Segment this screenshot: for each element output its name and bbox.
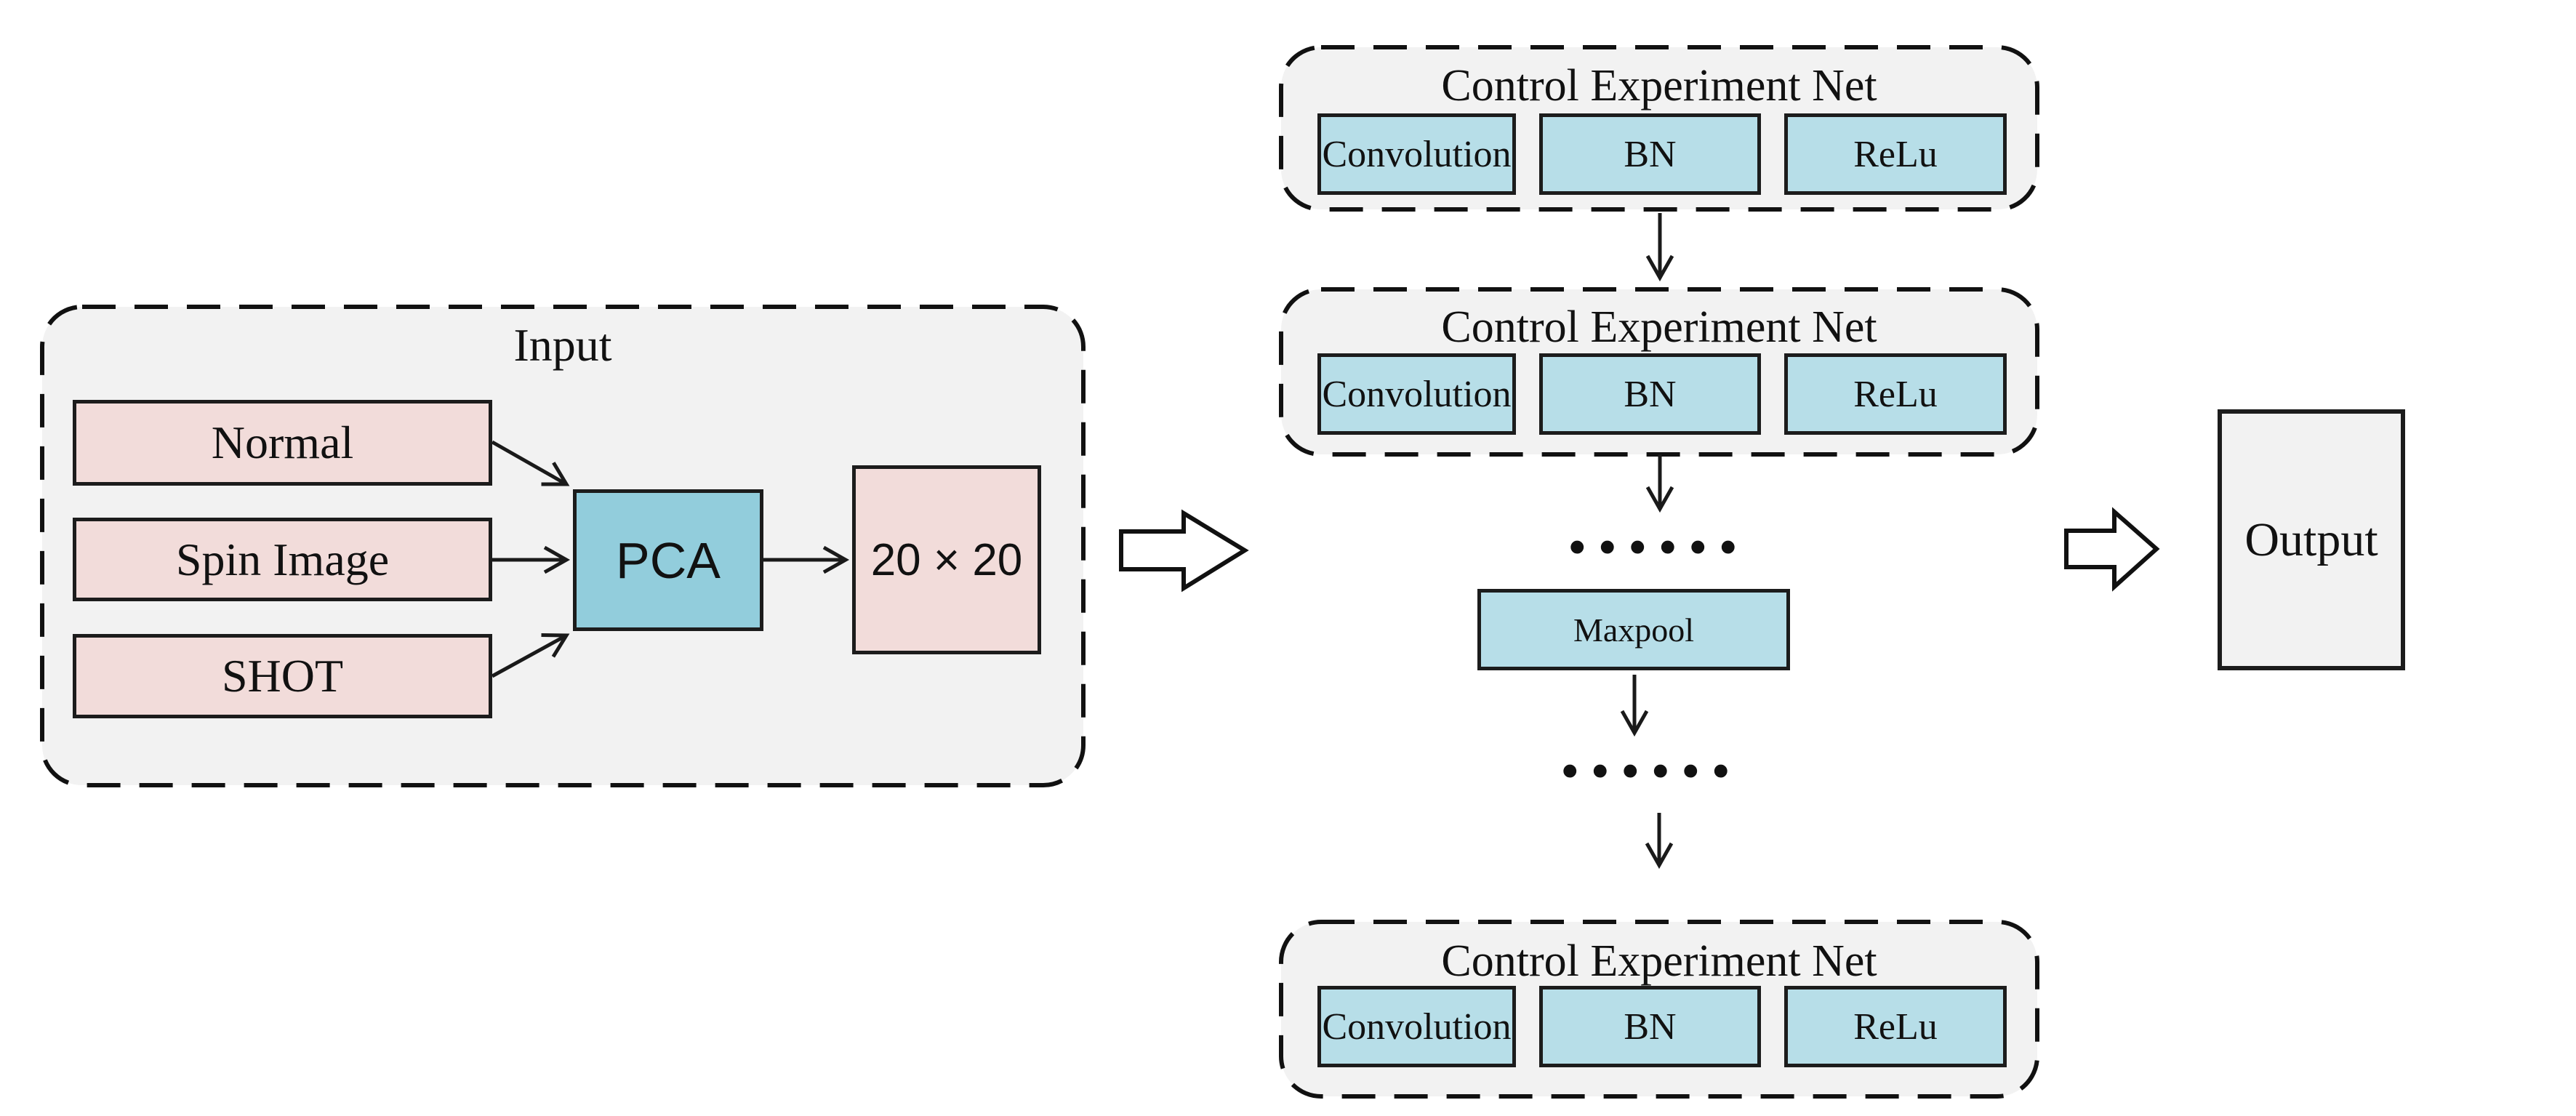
feature-box-normal: Normal [73, 400, 492, 486]
cen1-layer-convolution: Convolution [1317, 113, 1516, 195]
ellipsis-dots-upper: ...... [1567, 481, 1749, 570]
matrix-20x20-box: 20 × 20 [852, 465, 1041, 654]
cen1-layer-bn: BN [1539, 113, 1761, 195]
cen3-bn-label: BN [1624, 1005, 1677, 1048]
cen3-layer-bn: BN [1539, 986, 1761, 1067]
output-box: Output [2218, 409, 2405, 670]
cen2-convolution-label: Convolution [1322, 373, 1512, 415]
maxpool-box: Maxpool [1477, 589, 1790, 670]
cen-block-3-title: Control Experiment Net [1441, 936, 1877, 986]
cen2-relu-label: ReLu [1853, 373, 1938, 415]
feature-box-spin-image: Spin Image [73, 518, 492, 601]
arrow-normal-to-pca [491, 440, 570, 486]
cen-block-2-title: Control Experiment Net [1441, 302, 1877, 352]
flow-arrow-input-to-net [1119, 509, 1249, 593]
ellipsis-dots-lower: ...... [1560, 705, 1741, 794]
cen1-bn-label: BN [1624, 133, 1677, 175]
pca-label: PCA [616, 531, 721, 589]
feature-label-shot: SHOT [221, 650, 344, 702]
pca-box: PCA [573, 489, 763, 631]
flow-arrow-net-to-output [2064, 507, 2160, 592]
matrix-20x20-label: 20 × 20 [870, 534, 1023, 585]
cen2-layer-convolution: Convolution [1317, 353, 1516, 435]
maxpool-label: Maxpool [1573, 611, 1695, 649]
cen2-layer-relu: ReLu [1784, 353, 2007, 435]
cen3-convolution-label: Convolution [1322, 1005, 1512, 1048]
cen3-layer-relu: ReLu [1784, 986, 2007, 1067]
cen3-layer-convolution: Convolution [1317, 986, 1516, 1067]
feature-label-normal: Normal [211, 417, 354, 468]
cen1-relu-label: ReLu [1853, 133, 1938, 175]
cen1-layer-relu: ReLu [1784, 113, 2007, 195]
cen1-convolution-label: Convolution [1322, 133, 1512, 175]
output-label: Output [2244, 513, 2378, 566]
cen2-bn-label: BN [1624, 373, 1677, 415]
feature-box-shot: SHOT [73, 634, 492, 718]
arrow-shot-to-pca [491, 633, 570, 678]
cen3-relu-label: ReLu [1853, 1005, 1938, 1048]
feature-label-spin-image: Spin Image [175, 533, 390, 585]
cen-block-1-title: Control Experiment Net [1441, 61, 1877, 111]
cen2-layer-bn: BN [1539, 353, 1761, 435]
input-group-title: Input [513, 319, 612, 371]
